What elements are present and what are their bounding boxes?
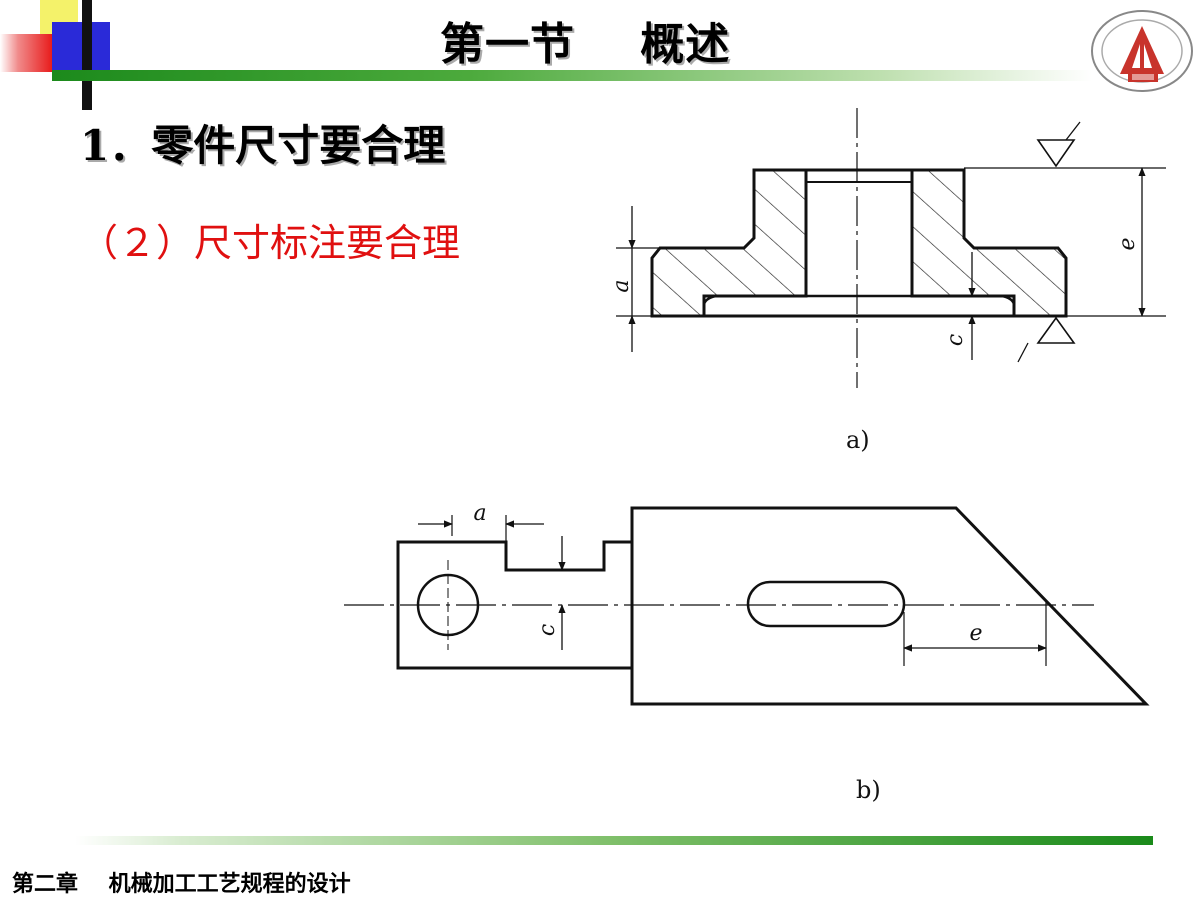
corner-blue-square <box>52 22 110 74</box>
header-divider <box>52 70 1092 81</box>
corner-red-square <box>0 34 52 72</box>
figure-a-dim-c: c <box>943 334 968 346</box>
section-subheading: （２）尺寸标注要合理 <box>80 221 461 265</box>
footer-divider <box>75 836 1153 845</box>
figure-a-left-section <box>650 168 808 318</box>
figure-b-body-outline <box>630 506 1150 706</box>
figure-b-dim-c: c <box>535 624 560 636</box>
figure-a <box>616 108 1166 388</box>
footer-chapter: 第二章 机械加工工艺规程的设计 <box>12 872 351 897</box>
figure-b-caption: b) <box>856 776 881 804</box>
figure-b-dim-a: a <box>473 501 486 526</box>
figure-b <box>344 506 1150 706</box>
school-logo-icon <box>1091 10 1193 92</box>
figure-a-dim-e: e <box>1115 237 1140 250</box>
figure-a-caption: a) <box>846 426 870 454</box>
section-heading: 1．零件尺寸要合理 <box>80 121 446 170</box>
page-title: 第一节 概述 <box>440 19 731 70</box>
figure-b-dim-e: e <box>969 621 982 646</box>
corner-black-bar <box>82 0 92 110</box>
figure-a-right-section <box>910 168 1068 318</box>
figure-a-dim-a: a <box>609 279 634 292</box>
